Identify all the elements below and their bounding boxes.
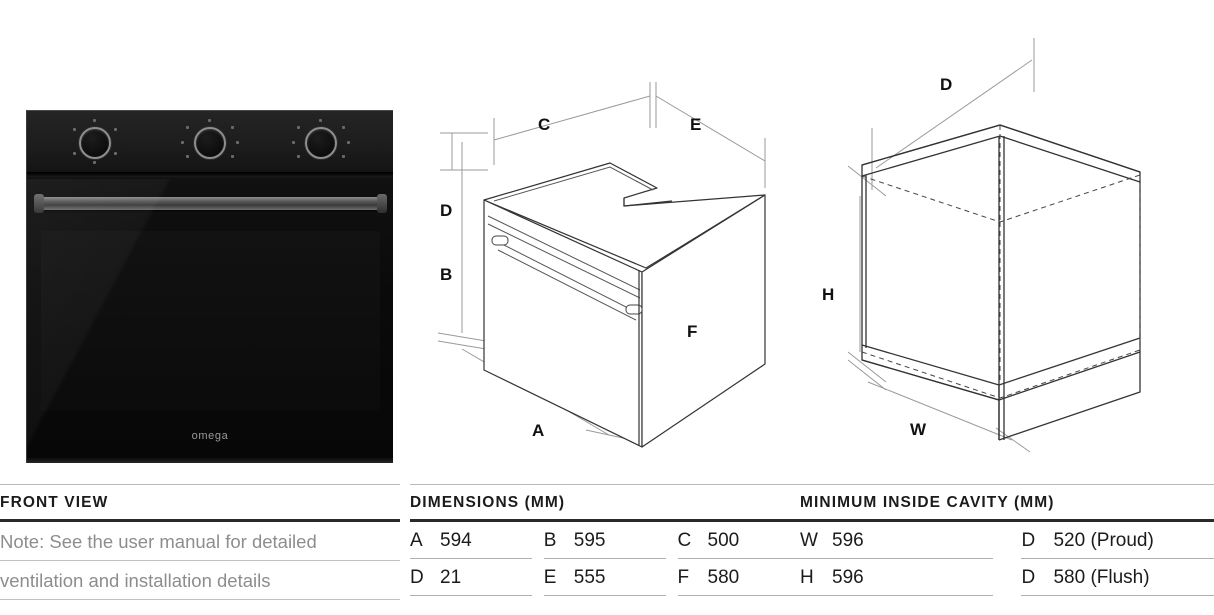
cavity-key: D: [1021, 566, 1036, 588]
cavity-value: 596: [832, 529, 864, 551]
dimension-cell-d: D 21: [410, 559, 533, 596]
dimension-key: C: [677, 529, 692, 551]
dimensions-title: DIMENSIONS (MM): [410, 494, 566, 511]
dimension-cell-a: A 594: [410, 522, 533, 559]
front-view-panel: omega FRONT VIEW Note: See the user manu…: [0, 0, 400, 615]
label-e: E: [690, 115, 701, 134]
table-row: A 594 B 595 C 500: [410, 522, 801, 559]
divider-heading: [410, 519, 800, 522]
cavity-table: MINIMUM INSIDE CAVITY (MM) W 596 D 520 (…: [800, 484, 1214, 596]
divider-heading: [0, 519, 400, 522]
dimension-cell-e: E 555: [543, 559, 667, 596]
dimension-key: B: [543, 529, 557, 551]
dimensions-table: DIMENSIONS (MM) A 594 B 595 C 500: [410, 484, 801, 596]
dimension-key: A: [410, 529, 423, 551]
cavity-rows: W 596 D 520 (Proud) H 596 D 580: [800, 522, 1214, 596]
oven-control-panel: [27, 111, 393, 173]
label-d: D: [940, 75, 952, 94]
dimension-cell-f: F 580: [677, 559, 801, 596]
oven-door-gap: [27, 173, 393, 179]
note-line-2: ventilation and installation details: [0, 561, 400, 600]
cavity-cell-w: W 596: [800, 522, 993, 559]
cavity-figure: D H W: [800, 0, 1214, 484]
table-row: D 21 E 555 F 580: [410, 559, 801, 596]
note-line-1: Note: See the user manual for detailed: [0, 522, 400, 561]
label-h: H: [822, 285, 834, 304]
cavity-title: MINIMUM INSIDE CAVITY (MM): [800, 494, 1055, 511]
oven-bottom-edge: [27, 458, 393, 463]
cavity-key: W: [800, 529, 818, 551]
dimension-value: 555: [573, 566, 606, 588]
oven-front-image: omega: [26, 110, 393, 463]
divider-top: [410, 484, 800, 485]
front-view-table: FRONT VIEW Note: See the user manual for…: [0, 484, 400, 600]
oven-door-handle[interactable]: [34, 194, 387, 213]
dimension-key: F: [677, 566, 690, 588]
dimension-value: 580: [707, 566, 740, 588]
cavity-key: H: [800, 566, 814, 588]
dimension-cell-b: B 595: [543, 522, 667, 559]
dimension-value: 21: [440, 566, 462, 588]
cavity-cell-d-flush: D 580 (Flush): [1021, 559, 1214, 596]
cavity-key: D: [1021, 529, 1036, 551]
dimensions-figure: C E D B F A: [410, 0, 800, 484]
dimension-key: E: [543, 566, 557, 588]
oven-knob-timer[interactable]: [305, 127, 337, 159]
dimension-key: D: [410, 566, 424, 588]
cavity-value: 520 (Proud): [1053, 529, 1154, 551]
label-b: B: [440, 265, 452, 284]
label-a: A: [532, 421, 544, 440]
oven-knob-temperature[interactable]: [194, 127, 226, 159]
label-f: F: [687, 322, 697, 341]
dimension-value: 500: [707, 529, 740, 551]
dimensions-panel: C E D B F A DIMENSIONS (MM) A 594 B: [410, 0, 801, 615]
cavity-panel: D H W MINIMUM INSIDE CAVITY (MM) W 596 D…: [800, 0, 1214, 615]
front-view-title: FRONT VIEW: [0, 494, 109, 511]
label-c: C: [538, 115, 550, 134]
label-w: W: [910, 420, 927, 439]
oven-isometric-drawing: C E D B F A: [437, 82, 766, 448]
oven-door[interactable]: omega: [27, 179, 393, 463]
cavity-cell-h: H 596: [800, 559, 993, 596]
oven-knob-function[interactable]: [79, 127, 111, 159]
dimension-cell-c: C 500: [677, 522, 801, 559]
dimensions-rows: A 594 B 595 C 500 D 21: [410, 522, 801, 596]
table-row: W 596 D 520 (Proud): [800, 522, 1214, 559]
dimension-value: 595: [573, 529, 606, 551]
front-view-figure: omega: [0, 0, 400, 484]
cavity-isometric-drawing: D H W: [822, 38, 1141, 453]
table-row: H 596 D 580 (Flush): [800, 559, 1214, 596]
dimension-value: 594: [440, 529, 472, 551]
divider-heading: [800, 519, 1214, 522]
cavity-value: 580 (Flush): [1053, 566, 1150, 588]
brand-logo: omega: [191, 430, 229, 442]
oven-door-glass: [41, 231, 380, 411]
divider-top: [800, 484, 1214, 485]
label-d: D: [440, 201, 452, 220]
divider-top: [0, 484, 400, 485]
cavity-cell-d-proud: D 520 (Proud): [1021, 522, 1214, 559]
cavity-value: 596: [832, 566, 864, 588]
